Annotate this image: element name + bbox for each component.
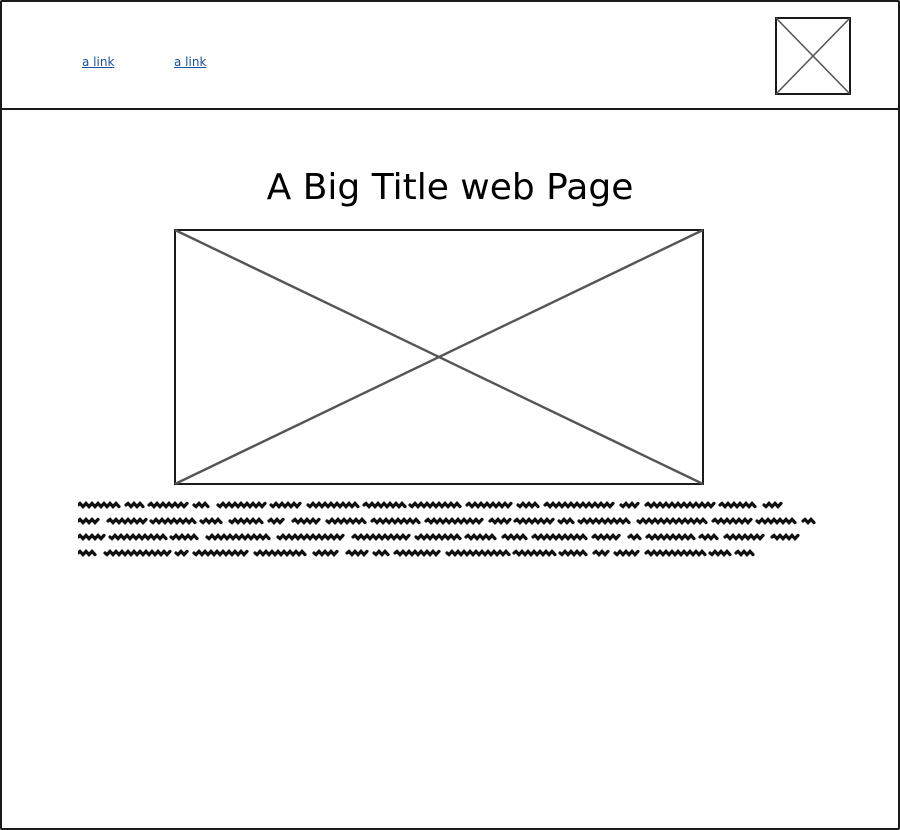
scribble-word [276,533,345,541]
scribble-word [149,517,197,525]
scribble-word [755,517,797,525]
scribble-word [644,501,716,509]
scribble-word [124,501,145,509]
scribble-word [488,517,512,525]
site-header: a link a link [2,2,898,110]
scribble-word [228,517,264,525]
scribble-word [543,501,615,509]
scribble-word [325,517,367,525]
scribble-word [414,533,462,541]
scribble-word [557,517,575,525]
scribble-word [362,501,407,509]
scribble-word [718,501,757,509]
scribble-word [312,549,339,557]
scribble-word [174,549,189,557]
scribble-word [627,533,642,541]
scribble-word [577,517,631,525]
scribble-word [464,533,497,541]
scribble-word [192,549,249,557]
scribble-word [708,549,732,557]
scribble-word [591,533,621,541]
scribble-word [770,533,800,541]
scribble-word [408,501,462,509]
scribble-word [267,517,285,525]
scribble-word [644,549,707,557]
scribble-word [169,533,199,541]
scribble-word [516,501,540,509]
scribble-word [723,533,765,541]
scribble-word [351,533,411,541]
scribble-word [698,533,719,541]
body-text-scribble [78,501,816,557]
scribble-word [512,549,557,557]
scribble-word [103,549,172,557]
scribble-word [501,533,528,541]
scribble-word [205,533,271,541]
scribble-word [424,517,484,525]
scribble-word [78,501,121,509]
scribble-word [801,517,816,525]
scribble-word [78,549,97,557]
scribble-word [645,533,696,541]
scribble-word [269,501,302,509]
page-title: A Big Title web Page [266,167,634,208]
scribble-word [108,533,168,541]
scribble-word [711,517,753,525]
nav-link-2[interactable]: a link [174,55,207,69]
scribble-word [636,517,708,525]
scribble-word [558,549,588,557]
scribble-word [734,549,755,557]
scribble-word [78,533,106,541]
scribble-word [345,549,369,557]
scribble-word [465,501,513,509]
logo-placeholder-icon [775,17,851,95]
scribble-word [513,517,555,525]
scribble-word [291,517,321,525]
scribble-word [592,549,610,557]
scribble-word [531,533,588,541]
scribble-word [393,549,441,557]
scribble-word [192,501,210,509]
scribble-word [106,517,148,525]
hero-image-placeholder-icon [174,229,704,485]
scribble-word [216,501,267,509]
scribble-word [147,501,189,509]
scribble-word [78,517,100,525]
scribble-word [370,517,421,525]
scribble-word [306,501,360,509]
scribble-word [372,549,390,557]
scribble-word [199,517,223,525]
scribble-word [613,549,640,557]
scribble-word [619,501,640,509]
nav-link-1[interactable]: a link [82,55,115,69]
scribble-word [762,501,783,509]
scribble-word [445,549,511,557]
scribble-word [253,549,307,557]
